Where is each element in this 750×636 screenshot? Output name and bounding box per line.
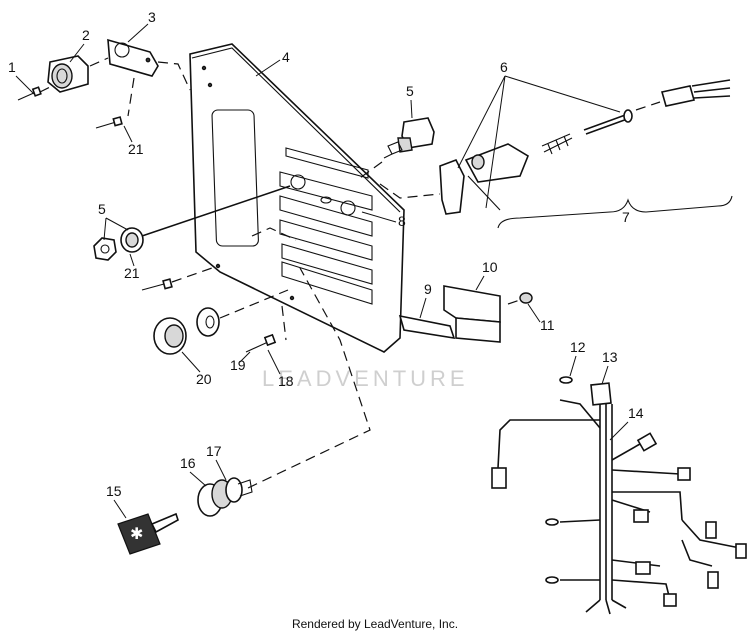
callout-6: 6: [500, 59, 508, 75]
switch-nut: [93, 185, 291, 261]
callout-2: 2: [82, 27, 90, 43]
wiring-harness: [491, 376, 747, 615]
callout-9: 9: [424, 281, 432, 297]
callout-7: 7: [622, 209, 630, 225]
callout-12: 12: [570, 339, 586, 355]
callout-21: 21: [128, 141, 144, 157]
callout-14: 14: [628, 405, 644, 421]
svg-text:✱: ✱: [130, 524, 143, 543]
callout-20: 20: [196, 371, 212, 387]
callout-18: 18: [278, 373, 294, 389]
light-assembly: [17, 38, 191, 129]
callouts: 1 2 3 4 5 6 7 8 9 10 11 12 13 14 15 16 1…: [8, 9, 644, 519]
latch-assembly: [379, 79, 733, 229]
callout-17: 17: [206, 443, 222, 459]
callout-21: 21: [124, 265, 140, 281]
toggle-switch: [359, 117, 435, 179]
callout-1: 1: [8, 59, 16, 75]
ignition-key-switch: ✱: [117, 267, 371, 555]
footer-credit: Rendered by LeadVenture, Inc.: [291, 617, 459, 631]
callout-16: 16: [180, 455, 196, 471]
callout-10: 10: [482, 259, 498, 275]
callout-11: 11: [540, 317, 555, 333]
dash-panel: [189, 43, 405, 353]
callout-5: 5: [98, 201, 106, 217]
panel-inserts: [251, 227, 533, 343]
callout-8: 8: [398, 213, 406, 229]
callout-19: 19: [230, 357, 246, 373]
callout-4: 4: [282, 49, 290, 65]
ring-nut: [153, 289, 289, 355]
callout-15: 15: [106, 483, 122, 499]
watermark-text: LEADVENTURE: [262, 366, 469, 391]
screw-lower: [141, 267, 213, 291]
callout-3: 3: [148, 9, 156, 25]
callout-5: 5: [406, 83, 414, 99]
callout-13: 13: [602, 349, 618, 365]
